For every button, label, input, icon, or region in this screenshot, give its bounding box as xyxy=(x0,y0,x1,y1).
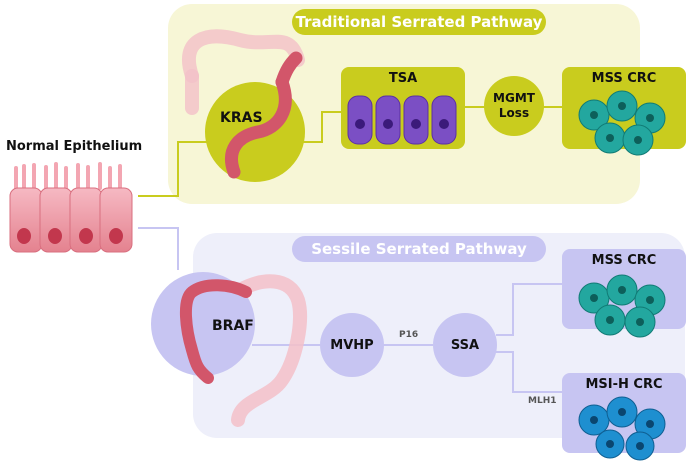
ssa-node: SSA xyxy=(433,313,497,377)
traditional-mss-crc-label: MSS CRC xyxy=(591,71,657,86)
braf-label: BRAF xyxy=(212,318,254,334)
traditional-pathway-title: Traditional Serrated Pathway xyxy=(292,9,546,35)
kras-label: KRAS xyxy=(220,110,263,126)
mvhp-node: MVHP xyxy=(320,313,384,377)
normal-epithelium-label: Normal Epithelium xyxy=(6,139,143,154)
p16-label: P16 xyxy=(399,330,419,340)
mlh1-label: MLH1 xyxy=(528,396,557,406)
sessile-mss-crc-label: MSS CRC xyxy=(591,253,657,268)
sessile-pathway-title: Sessile Serrated Pathway xyxy=(292,236,546,262)
msi-h-crc-label: MSI-H CRC xyxy=(585,377,663,392)
mgmt-loss-node: MGMT Loss xyxy=(484,76,544,136)
tsa-label: TSA xyxy=(388,71,418,86)
